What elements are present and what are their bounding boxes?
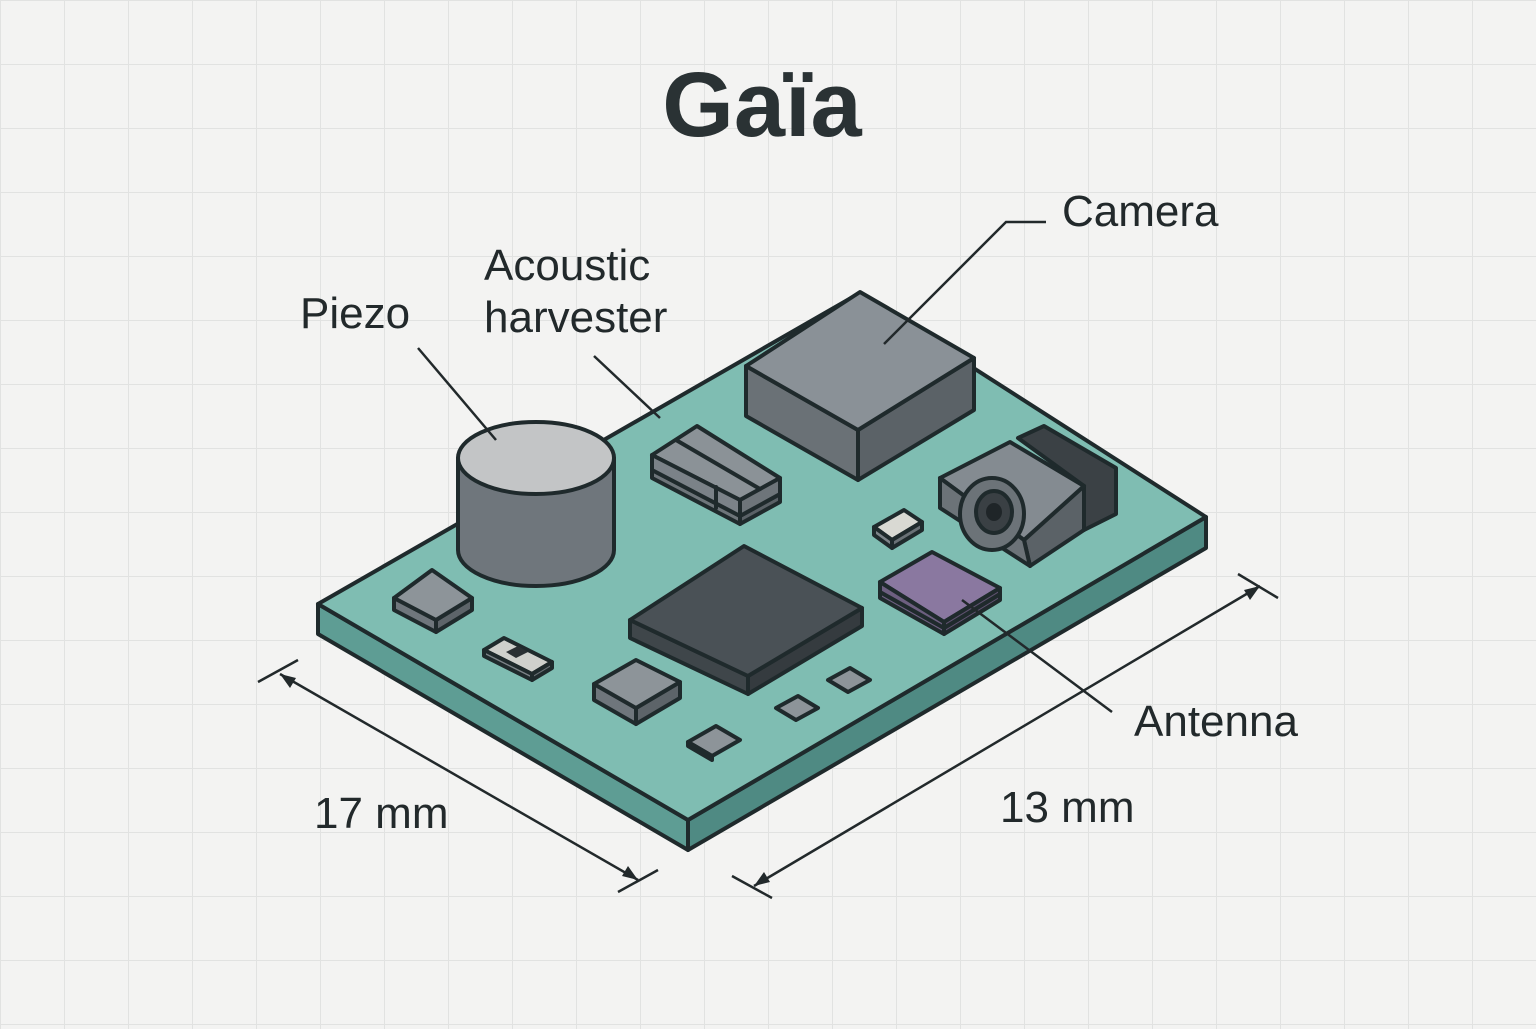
resistor [482, 636, 554, 682]
acoustic-label-line2: harvester [484, 293, 667, 342]
acoustic-harvester-component [650, 424, 782, 526]
tiny-component-3 [826, 666, 872, 694]
camera-leader [883, 220, 1046, 345]
tiny-component-2 [774, 694, 820, 722]
tiny-component-1 [686, 724, 742, 762]
small-capacitor [872, 508, 924, 550]
camera-label: Camera [1062, 187, 1219, 236]
acoustic-leader [593, 355, 661, 419]
small-chip-left [392, 568, 474, 634]
antenna-label: Antenna [1134, 697, 1298, 746]
lens-module [938, 424, 1118, 568]
dimension-length-label: 17 mm [314, 789, 448, 838]
piezo-leader [417, 347, 497, 441]
page-title: Gaïa [662, 54, 862, 156]
piezo-component [456, 420, 616, 588]
dimension-17mm [257, 658, 659, 894]
camera-component [744, 290, 976, 482]
dimension-width-label: 13 mm [1000, 783, 1134, 832]
main-chip [628, 544, 864, 696]
antenna-leader [961, 598, 1113, 714]
medium-chip [592, 658, 682, 726]
acoustic-label-line1: Acoustic [484, 241, 650, 290]
piezo-label: Piezo [300, 289, 410, 338]
dimension-13mm [731, 572, 1279, 900]
